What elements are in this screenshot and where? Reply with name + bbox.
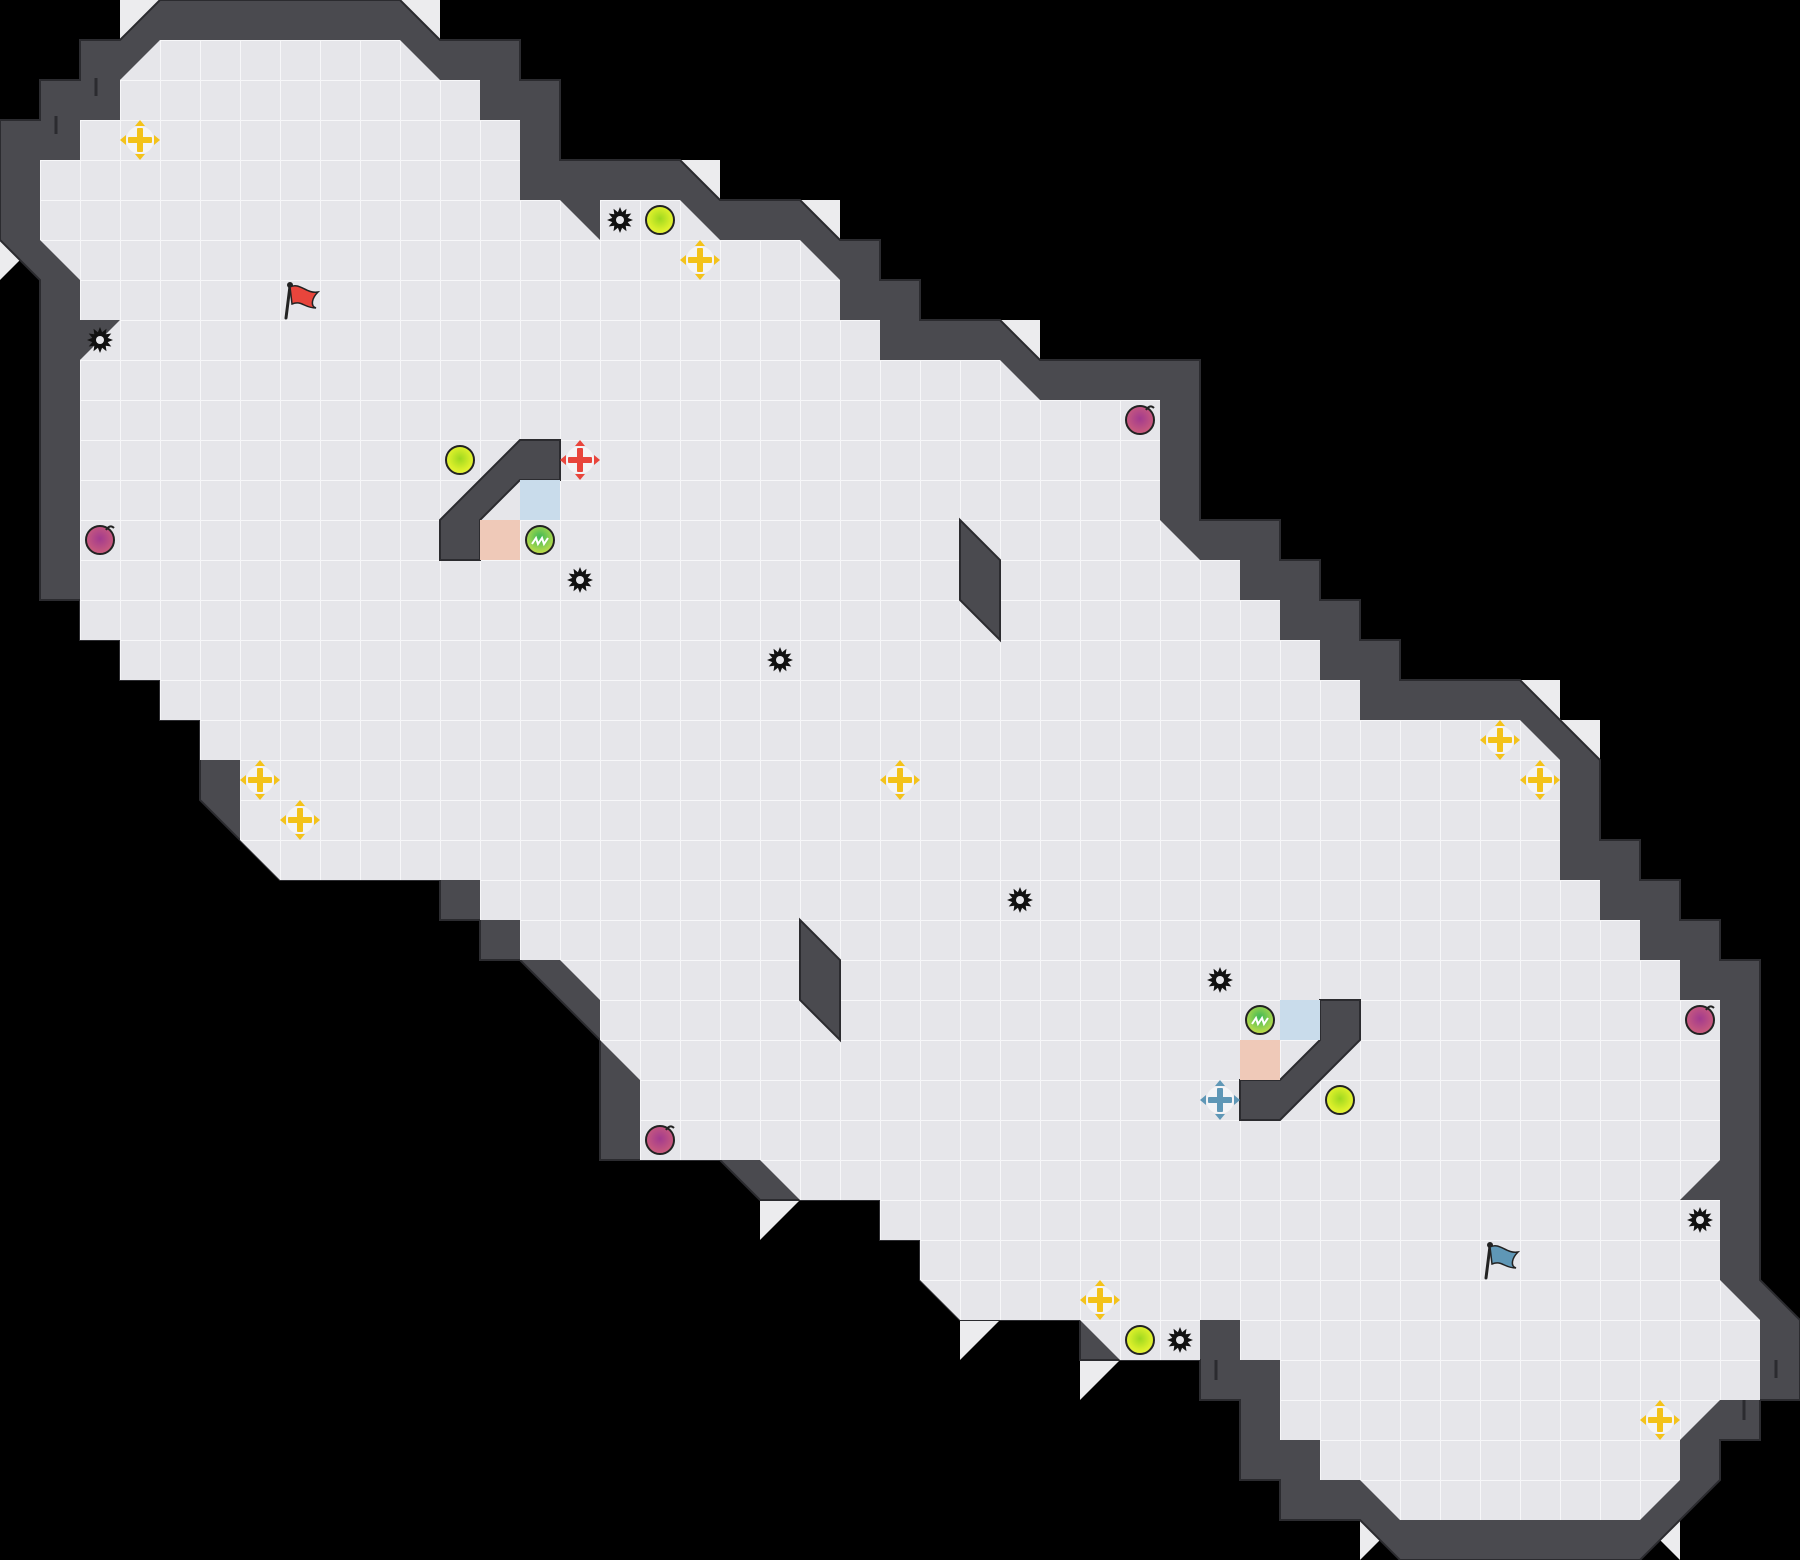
boost-icon bbox=[1520, 760, 1560, 800]
boost-icon bbox=[240, 760, 280, 800]
spike-icon bbox=[767, 647, 793, 673]
boost-icon bbox=[1480, 720, 1520, 760]
boost-icon bbox=[1640, 1400, 1680, 1440]
blue-flag-icon bbox=[1484, 1242, 1521, 1280]
gate-red bbox=[480, 520, 520, 560]
button-icon bbox=[1245, 1005, 1275, 1035]
spike-icon bbox=[1687, 1207, 1713, 1233]
gate-blue bbox=[520, 480, 560, 520]
bomb-icon bbox=[645, 1125, 675, 1155]
powerup-icon bbox=[1125, 1325, 1155, 1355]
boost-icon bbox=[280, 800, 320, 840]
spike-icon bbox=[87, 327, 113, 353]
bomb-icon bbox=[1125, 405, 1155, 435]
red-boost-icon bbox=[560, 440, 600, 480]
spike-icon bbox=[567, 567, 593, 593]
spike-icon bbox=[1007, 887, 1033, 913]
red-flag-icon bbox=[284, 282, 321, 320]
spike-icon bbox=[1207, 967, 1233, 993]
wall-notches bbox=[54, 78, 1778, 1420]
powerup-icon bbox=[645, 205, 675, 235]
gate-red bbox=[1240, 1040, 1280, 1080]
interior-wall-right bbox=[1239, 999, 1361, 1121]
bomb-icon bbox=[1685, 1005, 1715, 1035]
powerup-icon bbox=[1325, 1085, 1355, 1115]
spike-icon bbox=[607, 207, 633, 233]
boost-icon bbox=[680, 240, 720, 280]
bomb-icon bbox=[85, 525, 115, 555]
barrier-1 bbox=[959, 517, 1001, 643]
blue-boost-icon bbox=[1200, 1080, 1240, 1120]
button-icon bbox=[525, 525, 555, 555]
powerup-icon bbox=[445, 445, 475, 475]
boost-icon bbox=[120, 120, 160, 160]
boost-icon bbox=[880, 760, 920, 800]
gate-blue bbox=[1280, 1000, 1320, 1040]
objects-layer bbox=[85, 120, 1715, 1440]
barrier-2 bbox=[799, 917, 841, 1043]
spike-icon bbox=[1167, 1327, 1193, 1353]
boost-icon bbox=[1080, 1280, 1120, 1320]
